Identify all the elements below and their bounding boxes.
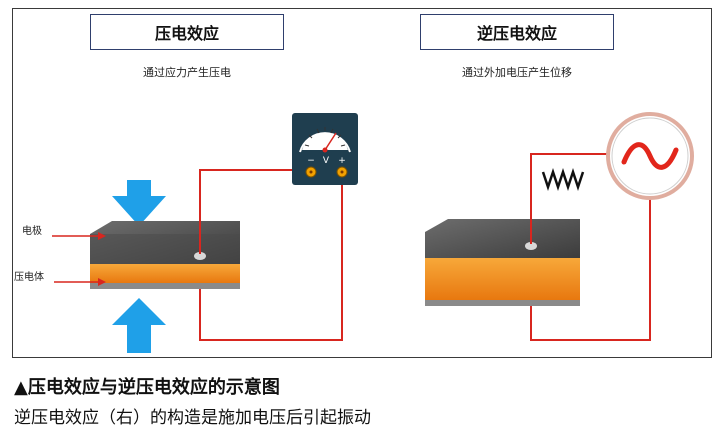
right-wire-top — [530, 153, 610, 244]
ac-source-icon — [606, 112, 694, 200]
meter-unit-label: V — [323, 156, 330, 166]
inverse-piezo-effect-title: 逆压电效应 — [420, 14, 614, 50]
meter-plus-label: + — [338, 156, 346, 166]
left-electrode-contact — [194, 252, 206, 260]
right-piezo-block — [425, 219, 580, 306]
piezo-effect-title-text: 压电效应 — [154, 24, 219, 43]
electrode-pointer-head — [98, 232, 106, 240]
piezo-effect-subtitle: 通过应力产生压电 — [143, 66, 231, 79]
piezo-effect-title: 压电效应 — [90, 14, 284, 50]
force-arrow-up — [112, 298, 166, 353]
electrode-label: 电极 — [22, 226, 42, 237]
left-wire-bottom — [199, 176, 343, 341]
force-arrow-down — [112, 180, 166, 226]
meter-minus-label: − — [307, 156, 315, 166]
left-piezo-block — [90, 221, 240, 289]
left-wire-top — [199, 169, 311, 254]
caption-title: ▲压电效应与逆压电效应的示意图 — [14, 377, 280, 398]
voltmeter — [292, 113, 358, 185]
piezo-diagram: − V + — [52, 112, 694, 353]
vibration-wave-icon — [541, 168, 585, 191]
right-wire-bottom — [530, 198, 651, 341]
piezo-body-label: 压电体 — [14, 272, 44, 283]
inverse-piezo-effect-subtitle: 通过外加电压产生位移 — [462, 66, 572, 79]
caption-text: 逆压电效应（右）的构造是施加电压后引起振动 — [14, 408, 371, 428]
inverse-piezo-effect-title-text: 逆压电效应 — [476, 24, 557, 43]
piezo-pointer-head — [98, 278, 106, 286]
right-electrode-contact — [525, 242, 537, 250]
